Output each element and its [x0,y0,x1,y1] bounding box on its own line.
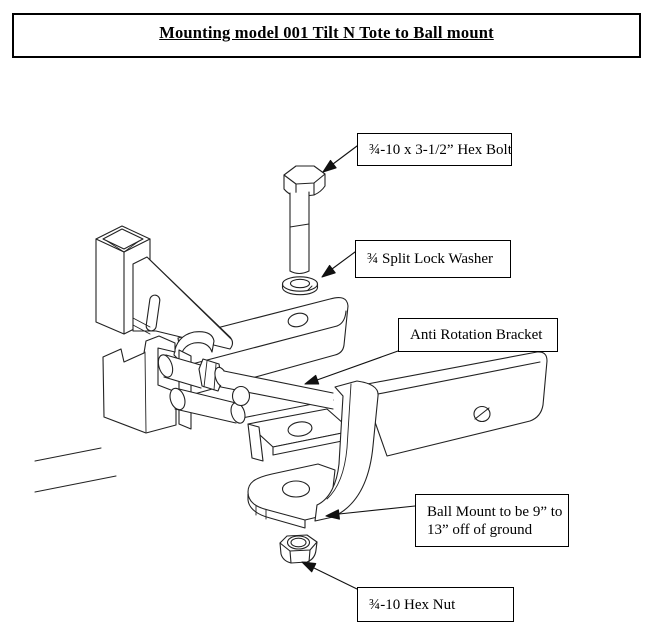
ball-mount-arrow [325,505,416,520]
callout-lock-washer: ¾ Split Lock Washer [355,240,511,278]
callout-hex-bolt-label: ¾-10 x 3-1/2” Hex Bolt [369,141,512,158]
gusset-plate [132,256,234,350]
pin-handle-assembly [157,354,334,424]
hex-bolt-arrow [322,145,358,173]
ball-mount-drawbar [247,351,548,529]
anti-rotation-bracket [247,408,353,462]
callout-hex-bolt: ¾-10 x 3-1/2” Hex Bolt [357,133,512,166]
page-title: Mounting model 001 Tilt N Tote to Ball m… [159,22,494,42]
callout-lock-washer-label: ¾ Split Lock Washer [367,251,493,267]
callout-hex-nut: ¾-10 Hex Nut [357,587,514,622]
lock-washer-arrow [321,251,356,278]
hex-nut [279,534,318,564]
callout-ball-mount-line1: Ball Mount to be 9” to [427,503,563,520]
callout-anti-rotation-bracket: Anti Rotation Bracket [398,318,558,352]
callout-anti-rotation-bracket-label: Anti Rotation Bracket [410,327,543,343]
title-box: Mounting model 001 Tilt N Tote to Ball m… [12,13,641,58]
hex-bolt [283,165,326,275]
split-lock-washer [281,276,319,296]
callout-arrows [301,145,416,590]
saddle-strap [173,331,215,362]
callout-ball-mount: Ball Mount to be 9” to 13” off of ground [415,494,569,547]
callout-hex-nut-label: ¾-10 Hex Nut [369,596,456,613]
callout-ball-mount-line2: 13” off of ground [427,521,533,538]
anti-rotation-bracket-arrow [304,350,399,385]
hex-nut-arrow [301,561,358,590]
